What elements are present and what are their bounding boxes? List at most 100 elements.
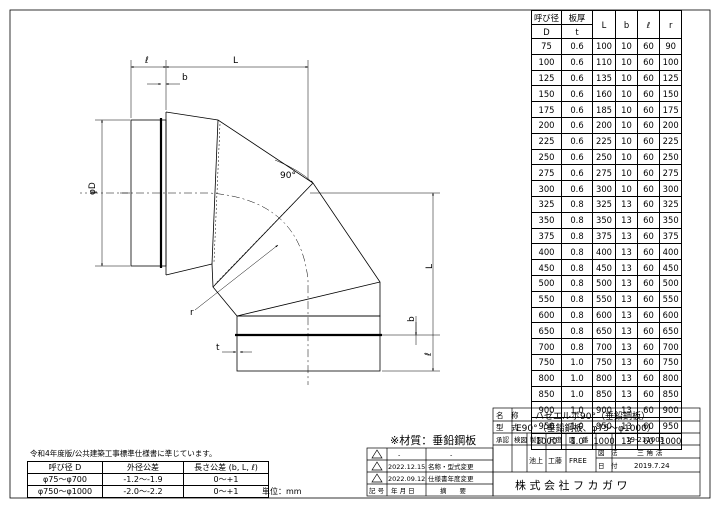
table-cell: 0.6 <box>561 164 593 182</box>
hdr-r: r <box>658 10 683 39</box>
table-cell: 550 <box>531 290 562 308</box>
table-cell: 60 <box>637 53 660 71</box>
bottom-collar <box>236 315 381 372</box>
table-cell: 0.8 <box>561 211 593 229</box>
table-cell: 200 <box>531 116 562 134</box>
table-cell: 10 <box>615 164 638 182</box>
table-cell: 10 <box>615 148 638 166</box>
dim-label-l-right: ℓ <box>424 352 434 357</box>
table-cell: 1.0 <box>561 385 593 403</box>
table-cell: 100 <box>592 38 616 55</box>
elbow-drawing <box>80 60 440 385</box>
table-cell: 13 <box>615 369 638 387</box>
table-cell: 0.6 <box>561 85 593 103</box>
table-cell: 700 <box>531 338 562 355</box>
table-cell: 650 <box>658 322 683 340</box>
tb-approve: 承認 <box>496 435 510 444</box>
table-cell: 800 <box>531 369 562 387</box>
rev-desc-2: 仕様書年度変更 <box>428 474 474 483</box>
table-cell: 1000 <box>531 432 562 450</box>
table-cell: 400 <box>658 243 683 261</box>
table-cell: 275 <box>658 164 683 182</box>
table-cell: 950 <box>658 417 683 434</box>
hdr-t: t <box>561 24 593 39</box>
tb-date: 2019.7.24 <box>634 462 670 470</box>
table-cell: 60 <box>637 69 660 87</box>
title-block <box>366 407 701 497</box>
table-cell: 110 <box>592 53 616 71</box>
table-cell: 900 <box>658 401 683 419</box>
table-cell: 500 <box>531 274 562 292</box>
material-note: ※材質：垂鉛鋼板 <box>390 433 476 447</box>
table-cell: 400 <box>531 243 562 261</box>
table-cell: 10 <box>615 69 638 87</box>
table-cell: 250 <box>592 148 616 166</box>
table-cell: 0.8 <box>561 322 593 340</box>
table-cell: 13 <box>615 195 638 213</box>
table-cell: 850 <box>658 385 683 403</box>
hdr-l: ℓ <box>637 10 660 39</box>
table-cell: 850 <box>592 385 616 403</box>
table-cell: 10 <box>615 116 638 134</box>
tolerance-note: 令和4年度版/公共建築工事標準仕様書に準じています。 <box>30 448 217 458</box>
tb-name-label: 名 称 <box>496 410 519 420</box>
table-cell: 13 <box>615 432 638 450</box>
table-cell: 60 <box>637 338 660 355</box>
table-cell: 60 <box>637 353 660 371</box>
table-cell: 13 <box>615 353 638 371</box>
hdr-b: b <box>615 10 638 39</box>
dim-label-t: t <box>216 343 220 353</box>
table-cell: 10 <box>615 132 638 150</box>
table-cell: 185 <box>592 101 616 118</box>
table-cell: 450 <box>592 259 616 276</box>
table-cell: 100 <box>658 53 683 71</box>
table-cell: 850 <box>531 385 562 403</box>
hdr-nominal: 呼び径 <box>531 10 562 25</box>
table-cell: 450 <box>531 259 562 276</box>
table-cell: 600 <box>592 306 616 324</box>
table-cell: 60 <box>637 195 660 213</box>
table-cell: 1000 <box>592 432 616 450</box>
tb-drafter: 工藤 <box>548 456 562 465</box>
table-cell: 160 <box>592 85 616 103</box>
table-cell: 1000 <box>658 432 683 450</box>
table-cell: 0.6 <box>561 69 593 87</box>
table-cell: 60 <box>637 132 660 150</box>
table-cell: 325 <box>592 195 616 213</box>
dim-label-l: ℓ <box>144 56 149 66</box>
tol-row0-nominal: φ75～φ700 <box>27 473 103 486</box>
table-cell: 60 <box>637 417 660 434</box>
table-cell: 650 <box>531 322 562 340</box>
tb-projection-label: 図 法 <box>598 448 618 457</box>
table-cell: 90 <box>658 38 683 55</box>
table-cell: 60 <box>637 306 660 324</box>
table-cell: 200 <box>658 116 683 134</box>
tb-model-label: 型 式 <box>496 422 519 432</box>
dim-label-90: 90° <box>280 171 296 181</box>
table-cell: 1.0 <box>561 401 593 419</box>
table-cell: 175 <box>658 101 683 118</box>
hdr-L: L <box>592 10 616 39</box>
table-cell: 225 <box>592 132 616 150</box>
sheet-border <box>9 9 711 499</box>
table-cell: 375 <box>592 227 616 245</box>
table-cell: 700 <box>658 338 683 355</box>
table-cell: 500 <box>658 274 683 292</box>
rev-date-0: - <box>398 451 401 459</box>
table-cell: 150 <box>658 85 683 103</box>
tol-row0-outer: -1.2～-1.9 <box>102 473 184 486</box>
rev-header-mark: 記 号 <box>369 486 385 495</box>
